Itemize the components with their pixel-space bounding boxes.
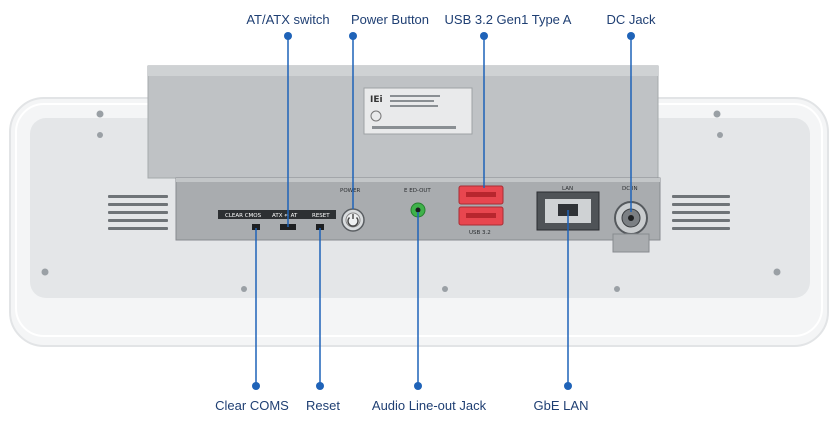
callout-power-button: Power Button: [350, 12, 430, 27]
screw: [614, 286, 620, 292]
product-label-fineprint: [370, 95, 456, 129]
dc-jack-pin: [628, 215, 634, 221]
callout-audio: Audio Line-out Jack: [371, 398, 487, 413]
product-label-brand: IEi: [370, 95, 383, 105]
leader-dot-power-button: [349, 32, 357, 40]
screw: [713, 110, 721, 118]
callout-gbe-lan: GbE LAN: [533, 398, 589, 413]
screw: [717, 132, 723, 138]
screw: [41, 268, 49, 276]
leader-dot-dc-jack: [627, 32, 635, 40]
usb-panel-text: USB 3.2: [469, 230, 491, 236]
dc-in-panel-text: DC IN: [622, 186, 638, 192]
atx-at-panel-text: ATX ⇔ AT: [272, 213, 298, 219]
switch-label-strip: [218, 210, 336, 219]
usb-port-lower-tongue: [466, 213, 496, 218]
usb-port-upper-tongue: [466, 192, 496, 197]
power-button: [345, 212, 361, 228]
reset-panel-text: RESET: [312, 213, 330, 219]
callout-at-atx-switch: AT/ATX switch: [246, 12, 330, 27]
clear-cmos-jumper: [252, 224, 260, 230]
dc-jack-bracket: [612, 233, 650, 253]
right-vents: [672, 195, 730, 230]
leader-dot-gbe-lan: [564, 382, 572, 390]
screw: [442, 286, 448, 292]
screw: [241, 286, 247, 292]
power-icon: [347, 214, 359, 227]
clear-cmos-panel-text: CLEAR CMOS: [225, 213, 262, 219]
leader-dot-clear-coms: [252, 382, 260, 390]
leader-dot-at-atx-switch: [284, 32, 292, 40]
callout-reset: Reset: [306, 398, 340, 413]
reset-button: [316, 224, 324, 230]
io-plate-top-edge: [176, 178, 660, 182]
audio-panel-text: E ED-OUT: [404, 188, 431, 194]
callout-leaders: [252, 32, 635, 390]
screw: [97, 132, 103, 138]
leader-dot-reset: [316, 382, 324, 390]
audio-jack-hole: [415, 207, 421, 213]
screw: [773, 268, 781, 276]
left-vents: [108, 195, 168, 230]
leader-dot-audio: [414, 382, 422, 390]
lan-panel-text: LAN: [562, 186, 573, 192]
callout-dc-jack: DC Jack: [606, 12, 656, 27]
enclosure-shade: [148, 66, 658, 76]
screw: [96, 110, 104, 118]
callout-usb: USB 3.2 Gen1 Type A: [444, 12, 572, 27]
power-panel-text: POWER: [340, 188, 361, 194]
leader-dot-usb: [480, 32, 488, 40]
callout-clear-coms: Clear COMS: [215, 398, 289, 413]
